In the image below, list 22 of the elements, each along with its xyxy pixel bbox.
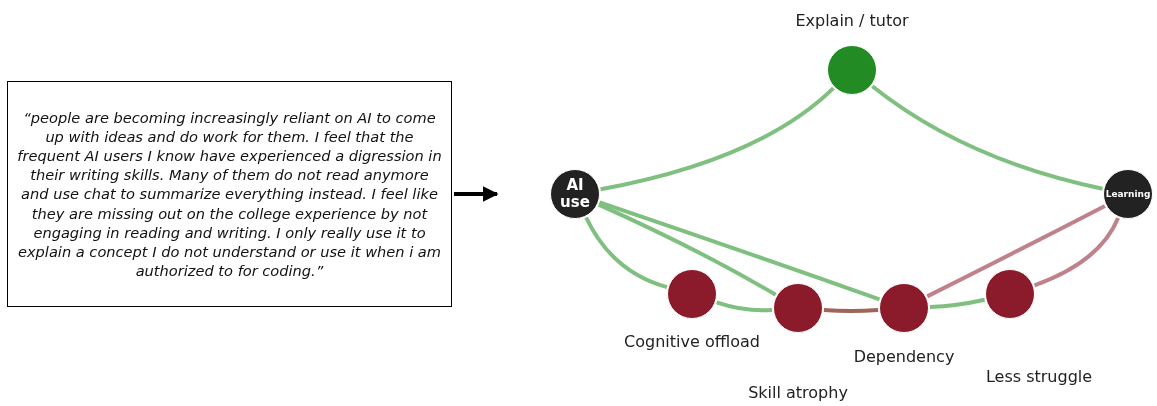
node-label: Skill atrophy <box>748 383 848 402</box>
connector-line <box>926 204 1106 299</box>
node-label: Dependency <box>853 347 955 366</box>
connector-line <box>823 307 879 313</box>
node-label: Learning <box>1105 188 1151 200</box>
connector-line <box>600 86 835 192</box>
quote-text: “people are becoming increasingly reliant on AI to come up with ideas and do work for them. I feel that the frequent AI users I know have experienced a digression in their writing skills. Many of them do not read anymore and use chat to summarize everything instead. I feel like they are missing out on the college experience by not engaging in reading and writing. I only really use it to explain a concept I do not understand or use it when i am authorized to for coding.” <box>16 108 443 280</box>
connector-line <box>1033 217 1120 288</box>
connector-line <box>598 200 881 302</box>
connector-line <box>597 202 777 297</box>
node-label: Cognitive offload <box>624 332 760 351</box>
node-label: Less struggle <box>985 367 1093 386</box>
node-label: AI use <box>559 177 591 211</box>
node-circle <box>827 45 877 95</box>
connector-line <box>929 297 986 309</box>
connector-line <box>871 84 1103 191</box>
arrow <box>454 186 499 202</box>
connector-line <box>584 216 668 289</box>
connector-line <box>716 300 773 313</box>
node-label: Explain / tutor <box>795 11 909 30</box>
quote-box <box>7 81 452 307</box>
node-circle <box>985 269 1035 319</box>
